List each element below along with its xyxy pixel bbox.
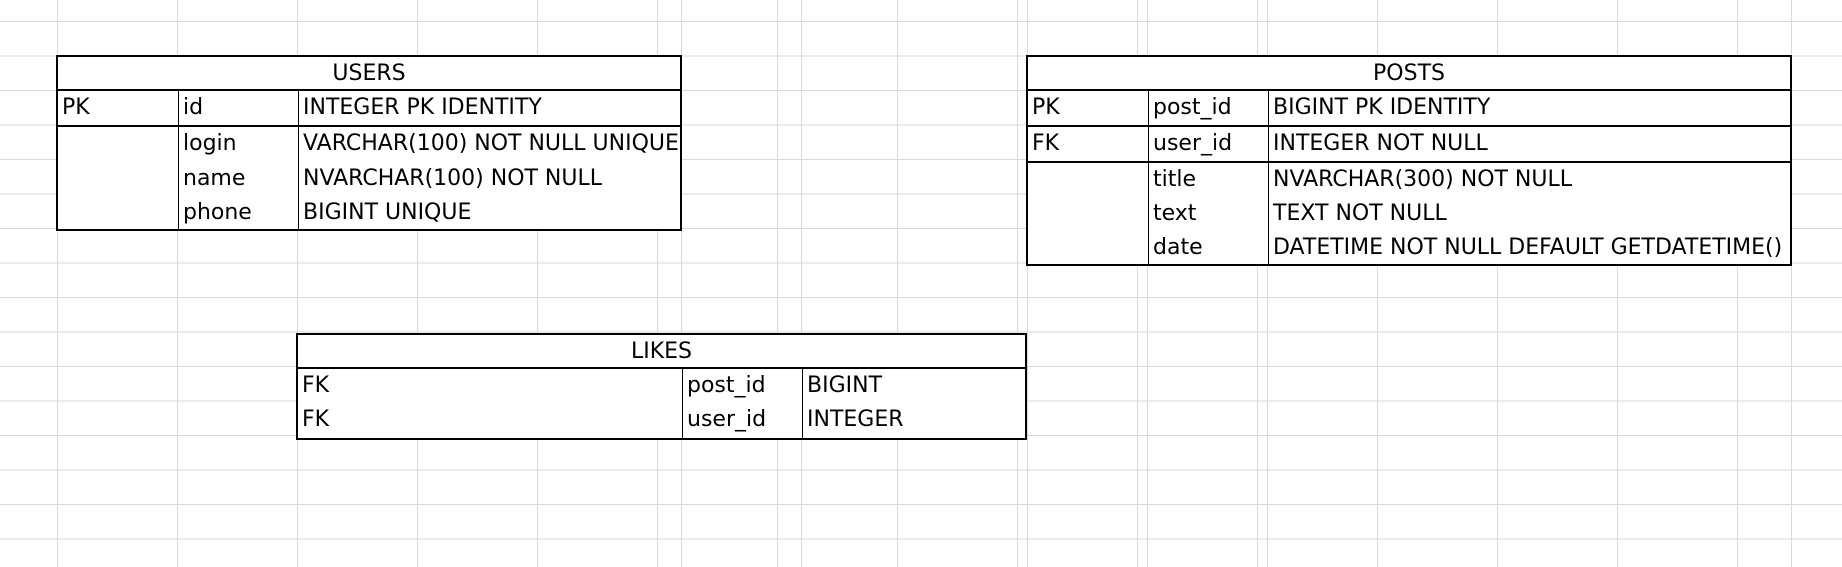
grid-line (801, 0, 802, 567)
column-name-cell: user_id (1148, 127, 1268, 161)
key-cell (1028, 197, 1148, 232)
key-cell (58, 196, 178, 231)
likes-table: LIKES FK post_id BIGINT FK user_id INTEG… (296, 333, 1027, 440)
column-type-cell: TEXT NOT NULL (1268, 197, 1790, 232)
grid-line (1791, 0, 1792, 567)
users-table: USERS PK id INTEGER PK IDENTITY login VA… (56, 55, 682, 231)
grid-line (1267, 0, 1268, 567)
column-type-cell: BIGINT (802, 369, 1025, 404)
grid-line (297, 0, 298, 567)
column-type-cell: INTEGER NOT NULL (1268, 127, 1790, 161)
column-name-cell: title (1148, 163, 1268, 198)
posts-row-date: date DATETIME NOT NULL DEFAULT GETDATETI… (1028, 231, 1790, 266)
grid-line (681, 0, 682, 567)
likes-row-post-id: FK post_id BIGINT (298, 369, 1025, 404)
posts-row-post-id: PK post_id BIGINT PK IDENTITY (1028, 91, 1790, 127)
column-name-cell: user_id (682, 403, 802, 438)
users-row-login: login VARCHAR(100) NOT NULL UNIQUE (58, 127, 680, 162)
users-row-phone: phone BIGINT UNIQUE (58, 196, 680, 231)
column-name-cell: login (178, 127, 298, 162)
column-type-cell: DATETIME NOT NULL DEFAULT GETDATETIME() (1268, 231, 1790, 266)
key-cell: PK (62, 95, 90, 120)
column-type-cell: BIGINT PK IDENTITY (1268, 91, 1790, 125)
users-row-id: PK id INTEGER PK IDENTITY (58, 91, 680, 127)
key-cell (1028, 231, 1148, 266)
column-name-cell: id (178, 91, 298, 125)
column-type-cell: NVARCHAR(300) NOT NULL (1268, 163, 1790, 198)
key-cell (1028, 163, 1148, 198)
column-type-cell: VARCHAR(100) NOT NULL UNIQUE (298, 127, 680, 162)
column-name-cell: post_id (1148, 91, 1268, 125)
column-type-cell: INTEGER (802, 403, 1025, 438)
column-name-cell: name (178, 161, 298, 196)
key-cell: FK (1032, 131, 1060, 156)
posts-table: POSTS PK post_id BIGINT PK IDENTITY FK u… (1026, 55, 1792, 266)
key-cell (58, 162, 178, 197)
key-cell (58, 127, 178, 162)
posts-table-title: POSTS (1028, 57, 1790, 91)
key-cell: PK (1032, 95, 1060, 120)
users-table-title: USERS (58, 57, 680, 91)
posts-row-title: title NVARCHAR(300) NOT NULL (1028, 163, 1790, 198)
posts-row-user-id: FK user_id INTEGER NOT NULL (1028, 127, 1790, 163)
column-name-cell: post_id (682, 369, 802, 404)
column-type-cell: NVARCHAR(100) NOT NULL (298, 161, 680, 196)
column-name-cell: date (1148, 231, 1268, 266)
column-name-cell: text (1148, 197, 1268, 232)
grid-line (1147, 0, 1148, 567)
users-row-name: name NVARCHAR(100) NOT NULL (58, 161, 680, 197)
column-type-cell: INTEGER PK IDENTITY (298, 91, 680, 125)
likes-row-user-id: FK user_id INTEGER (298, 403, 1025, 438)
key-cell: FK (302, 407, 330, 432)
posts-row-text: text TEXT NOT NULL (1028, 197, 1790, 232)
grid-line (1027, 0, 1028, 567)
grid-line (177, 0, 178, 567)
column-type-cell: BIGINT UNIQUE (298, 196, 680, 231)
grid-line (57, 0, 58, 567)
column-name-cell: phone (178, 196, 298, 231)
key-cell: FK (302, 373, 330, 398)
likes-table-title: LIKES (298, 335, 1025, 369)
